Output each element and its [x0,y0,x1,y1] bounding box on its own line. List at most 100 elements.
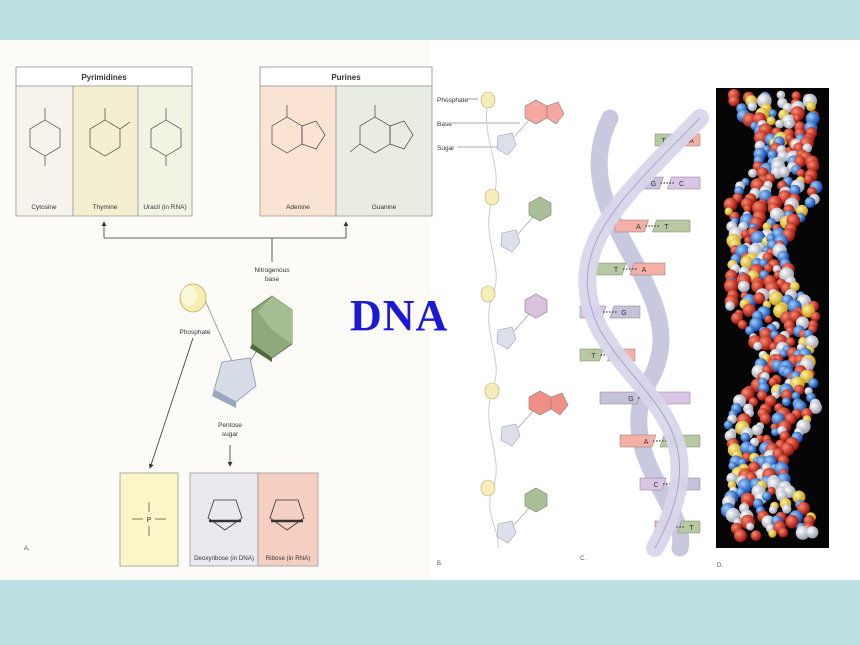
atom [791,91,801,101]
atom [740,432,750,443]
atom [793,114,802,123]
atom [734,529,747,543]
base-label-3: Adenine [286,204,310,211]
atom [737,280,750,293]
uracil-box [137,85,193,217]
atom [725,301,735,311]
ribose-box [257,472,319,567]
atom [806,526,819,539]
base-pair-right-letter: A [642,267,647,274]
atom [744,236,753,245]
purine-rings [271,105,414,154]
pyrimidine-rings [29,108,182,166]
base-pair-right-letter: T [689,525,694,532]
atom [776,90,786,100]
atom [747,444,757,455]
base-pair-left-letter: G [651,181,656,188]
deoxyribose-label: Deoxyribose (in DNA) [194,555,254,562]
atom [748,397,759,407]
phosphate-sugar-bond [204,299,236,369]
deoxyribose-box [189,472,259,567]
atom [768,377,778,387]
atom [728,95,740,107]
cytosine-box [15,85,74,217]
atom [808,378,819,389]
nucleotide-1 [484,188,552,253]
phosphorus-atom: P [147,517,152,524]
purines-header: Purines [331,73,361,82]
atom [726,472,738,484]
atom [759,413,772,425]
atom [724,278,739,294]
atom [804,197,816,208]
phosphate-arrow [148,337,194,469]
base-pair-left-letter: C [653,482,658,489]
atom [768,505,778,514]
base-label-4: Guanine [372,204,397,211]
atom [768,291,784,306]
atom [762,222,772,232]
atom [791,391,801,401]
atom [796,168,806,178]
atom [753,292,766,304]
thymine-box [72,85,139,217]
panel-b-letter: B. [437,561,443,567]
atom [740,255,754,270]
atom [782,504,792,514]
atom [785,337,796,347]
base-label-1: Thymine [93,204,118,211]
atom [763,263,773,273]
atom [768,529,777,538]
base-pair-right-letter: A [689,138,694,145]
panel-a-letter: A. [24,546,30,552]
base-pair-right-letter: G [621,310,626,317]
helix-strand-edge [586,117,701,549]
atom [749,437,760,447]
atom [789,281,800,292]
atom [743,204,752,213]
atom [753,341,762,351]
atom [789,184,801,196]
atom [781,397,791,407]
phosphate-label: Phosphate [179,329,210,336]
atom [748,168,758,178]
nucleotide-2 [480,285,548,350]
atom [723,420,733,430]
phosphate-group-box [119,472,179,567]
atom [806,160,820,173]
slide-title: DNA [350,291,449,340]
panel-d: D. [716,88,829,569]
atom [747,101,758,112]
base-label-2: Uracil (in RNA) [143,204,186,211]
ribose-label: Ribose (in RNA) [266,555,311,562]
base-pair-left-letter: G [628,396,633,403]
pentose-sugar-pentagon [212,357,257,408]
base-label-0: Cytosine [31,204,57,211]
atom [764,315,773,324]
atom [750,530,762,541]
phosphate-group-structure [132,502,166,536]
atom [746,522,755,531]
nitrogenous-base-hexagon [250,295,293,362]
panel-c-letter: C. [580,556,586,562]
atom [742,303,756,317]
atom [795,525,810,540]
atom [778,527,789,538]
base-pair-right-letter: T [664,224,669,231]
atom [779,431,790,442]
atom [775,119,785,129]
base-pair-left-letter: A [636,224,641,231]
base-label-b: Base [437,121,452,128]
base-connector [101,221,349,262]
top-band [0,0,860,40]
panel-d-letter: D. [717,563,723,569]
nucleotide-0 [480,91,565,156]
pyrimidines-header: Pyrimidines [81,73,127,82]
panel-b: Phosphate Base Sugar B. [437,91,569,567]
